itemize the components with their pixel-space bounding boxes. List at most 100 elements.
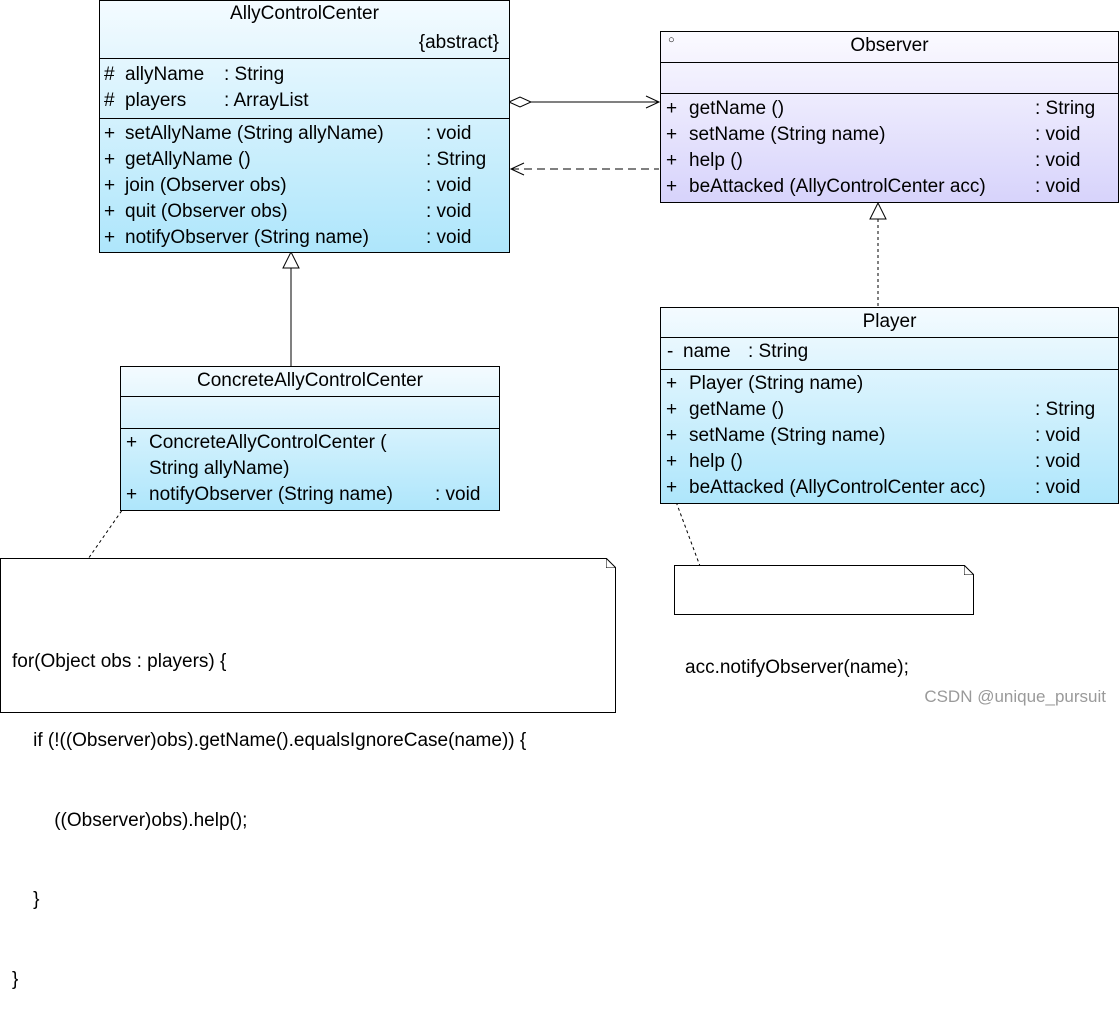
operation-name: setName (String name) <box>689 124 886 145</box>
visibility: + <box>104 123 116 144</box>
visibility: + <box>666 150 678 171</box>
attribute-row: # allyName : String <box>100 62 509 88</box>
operation-row: + help () : void <box>661 449 1118 475</box>
operation-row: + notifyObserver (String name) : void <box>100 225 509 251</box>
class-player[interactable]: Player - name : String + Player (String … <box>660 307 1119 504</box>
attribute-type: : String <box>224 64 285 85</box>
operation-type: : void <box>426 201 472 222</box>
watermark: CSDN @unique_pursuit <box>924 687 1106 706</box>
aggregation-diamond <box>507 96 533 108</box>
class-name: Observer <box>850 35 929 56</box>
operation-name: String allyName) <box>149 458 290 479</box>
visibility: # <box>104 64 115 85</box>
attributes-section: # allyName : String # players : ArrayLis… <box>100 59 509 119</box>
operation-type: : void <box>1035 477 1081 498</box>
operation-row: + quit (Observer obs) : void <box>100 199 509 225</box>
operation-type: : void <box>1035 425 1081 446</box>
visibility: + <box>104 149 116 170</box>
operations-section: + Player (String name) + getName () : St… <box>661 370 1118 501</box>
operation-row: + join (Observer obs) : void <box>100 173 509 199</box>
note-notify-loop[interactable]: for(Object obs : players) { if (!((Obser… <box>0 558 616 990</box>
operation-row: + notifyObserver (String name) : void <box>121 482 499 508</box>
visibility: # <box>104 90 115 111</box>
operation-row: String allyName) <box>121 456 499 482</box>
aggregation-arrowhead <box>645 95 661 109</box>
operation-row: + setAllyName (String allyName) : void <box>100 121 509 147</box>
class-stereotype: {abstract} <box>418 32 499 53</box>
class-concrete-ally-control-center[interactable]: ConcreteAllyControlCenter + ConcreteAlly… <box>120 366 500 511</box>
class-name: Player <box>862 311 917 332</box>
operation-name: quit (Observer obs) <box>125 201 288 222</box>
operation-row: + ConcreteAllyControlCenter ( <box>121 430 499 456</box>
visibility: + <box>104 175 116 196</box>
note-line: ((Observer)obs).help(); <box>12 809 248 831</box>
class-observer[interactable]: ○ Observer + getName () : String + setNa… <box>660 31 1119 203</box>
note-line: for(Object obs : players) { <box>12 650 227 672</box>
visibility: + <box>666 477 678 498</box>
attributes-section: - name : String <box>661 338 1118 370</box>
note-fold-corner <box>606 558 616 568</box>
visibility: + <box>666 98 678 119</box>
operation-type: : void <box>426 227 472 248</box>
class-ally-control-center[interactable]: AllyControlCenter {abstract} # allyName … <box>99 0 510 253</box>
operation-name: join (Observer obs) <box>125 175 287 196</box>
operation-row: + beAttacked (AllyControlCenter acc) : v… <box>661 475 1118 501</box>
operation-row: + getName () : String <box>661 96 1118 122</box>
operation-row: + Player (String name) <box>661 371 1118 397</box>
visibility: + <box>104 201 116 222</box>
interface-marker-icon: ○ <box>668 34 675 46</box>
operations-section: + setAllyName (String allyName) : void +… <box>100 119 509 251</box>
class-name-section: AllyControlCenter {abstract} <box>100 1 509 59</box>
visibility: + <box>126 432 138 453</box>
note-line: } <box>12 968 19 990</box>
note-fold-corner <box>964 565 974 575</box>
note-line: acc.notifyObserver(name); <box>685 656 909 678</box>
operation-row: + setName (String name) : void <box>661 122 1118 148</box>
operation-row: + help () : void <box>661 148 1118 174</box>
operation-name: getName () <box>689 98 785 119</box>
attribute-type: : ArrayList <box>224 90 309 111</box>
class-name-section: ○ Observer <box>661 32 1118 63</box>
attribute-name: name <box>683 341 731 362</box>
operation-name: help () <box>689 451 743 472</box>
visibility: + <box>666 176 678 197</box>
attribute-name: allyName <box>125 64 205 85</box>
realization-arrowhead <box>869 201 887 220</box>
operation-name: notifyObserver (String name) <box>149 484 393 505</box>
operation-type: : String <box>1035 399 1096 420</box>
operation-name: setAllyName (String allyName) <box>125 123 384 144</box>
visibility: + <box>666 425 678 446</box>
attribute-row: - name : String <box>661 339 1118 365</box>
operation-name: notifyObserver (String name) <box>125 227 369 248</box>
operation-type: : void <box>1035 176 1081 197</box>
visibility: + <box>104 227 116 248</box>
attribute-type: : String <box>748 341 809 362</box>
operation-type: : void <box>1035 150 1081 171</box>
operation-row: + getAllyName () : String <box>100 147 509 173</box>
operation-row: + getName () : String <box>661 397 1118 423</box>
note-line: } <box>12 889 40 910</box>
operation-row: + setName (String name) : void <box>661 423 1118 449</box>
visibility: + <box>666 373 678 394</box>
attributes-section <box>661 63 1118 94</box>
note-line: if (!((Observer)obs).getName().equalsIgn… <box>12 730 527 751</box>
attribute-name: players <box>125 90 187 111</box>
class-name: ConcreteAllyControlCenter <box>197 370 423 391</box>
operation-type: : String <box>1035 98 1096 119</box>
class-name-section: Player <box>661 308 1118 338</box>
operation-type: : void <box>1035 124 1081 145</box>
operation-name: beAttacked (AllyControlCenter acc) <box>689 477 986 498</box>
visibility: + <box>666 399 678 420</box>
generalization-arrowhead <box>282 250 300 269</box>
operation-type: : String <box>426 149 487 170</box>
dependency-arrowhead <box>509 162 525 176</box>
operation-name: Player (String name) <box>689 373 864 394</box>
operation-name: help () <box>689 150 743 171</box>
operation-name: getName () <box>689 399 785 420</box>
operation-type: : void <box>426 175 472 196</box>
visibility: + <box>666 124 678 145</box>
operation-type: : void <box>1035 451 1081 472</box>
note-notify-call[interactable]: acc.notifyObserver(name); <box>674 565 974 678</box>
visibility: - <box>667 341 674 362</box>
class-name: AllyControlCenter <box>230 3 379 24</box>
